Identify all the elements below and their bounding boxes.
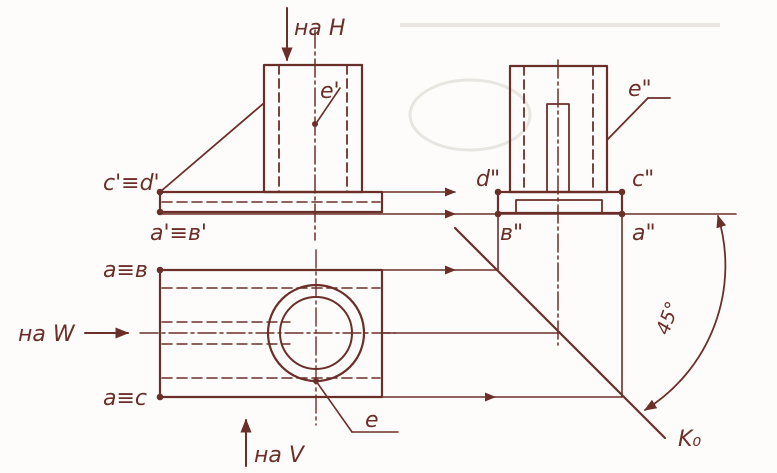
label-a-c: a≡c [103, 386, 147, 411]
leader-e-double [606, 97, 649, 141]
leader-e-prime [314, 87, 341, 126]
label-na-v: на V [254, 443, 306, 468]
label-na-h: на H [294, 16, 345, 41]
label-a-double: a" [632, 221, 656, 246]
point-a-b [156, 266, 164, 274]
label-k0: K₀ [678, 427, 701, 452]
label-e-prime: e' [320, 79, 340, 104]
front-view [156, 7, 384, 241]
angle-45-mark [643, 214, 727, 411]
label-c-double: c" [632, 167, 654, 192]
point-a-c [156, 393, 164, 401]
label-c-d-prime: c'≡d' [103, 171, 160, 196]
label-a-b-prime: a'≡в' [150, 221, 207, 246]
front-base-plate [158, 190, 384, 214]
labels: на H c'≡d' a'≡в' e' e" d" c" в" a" a≡в н… [18, 16, 701, 468]
label-a-b: a≡в [103, 258, 148, 283]
leader-e [315, 380, 353, 433]
point-e-prime [312, 121, 318, 127]
label-angle-45: 45° [652, 299, 684, 338]
plan-view [84, 249, 399, 467]
label-na-w: на W [18, 322, 76, 347]
leader-c-d-prime [159, 102, 265, 193]
label-e: e [365, 408, 379, 433]
side-view [494, 59, 671, 346]
label-e-double: e" [628, 77, 652, 102]
side-base-step [515, 199, 603, 214]
angle-arc [643, 214, 727, 411]
point-c-d-prime [156, 188, 164, 196]
background-smudges [400, 23, 720, 152]
constant-line-k0 [453, 226, 667, 440]
label-b-double: в" [500, 221, 523, 246]
point-d-double [494, 188, 502, 196]
label-d-double: d" [476, 167, 500, 192]
point-c-double [618, 188, 626, 196]
